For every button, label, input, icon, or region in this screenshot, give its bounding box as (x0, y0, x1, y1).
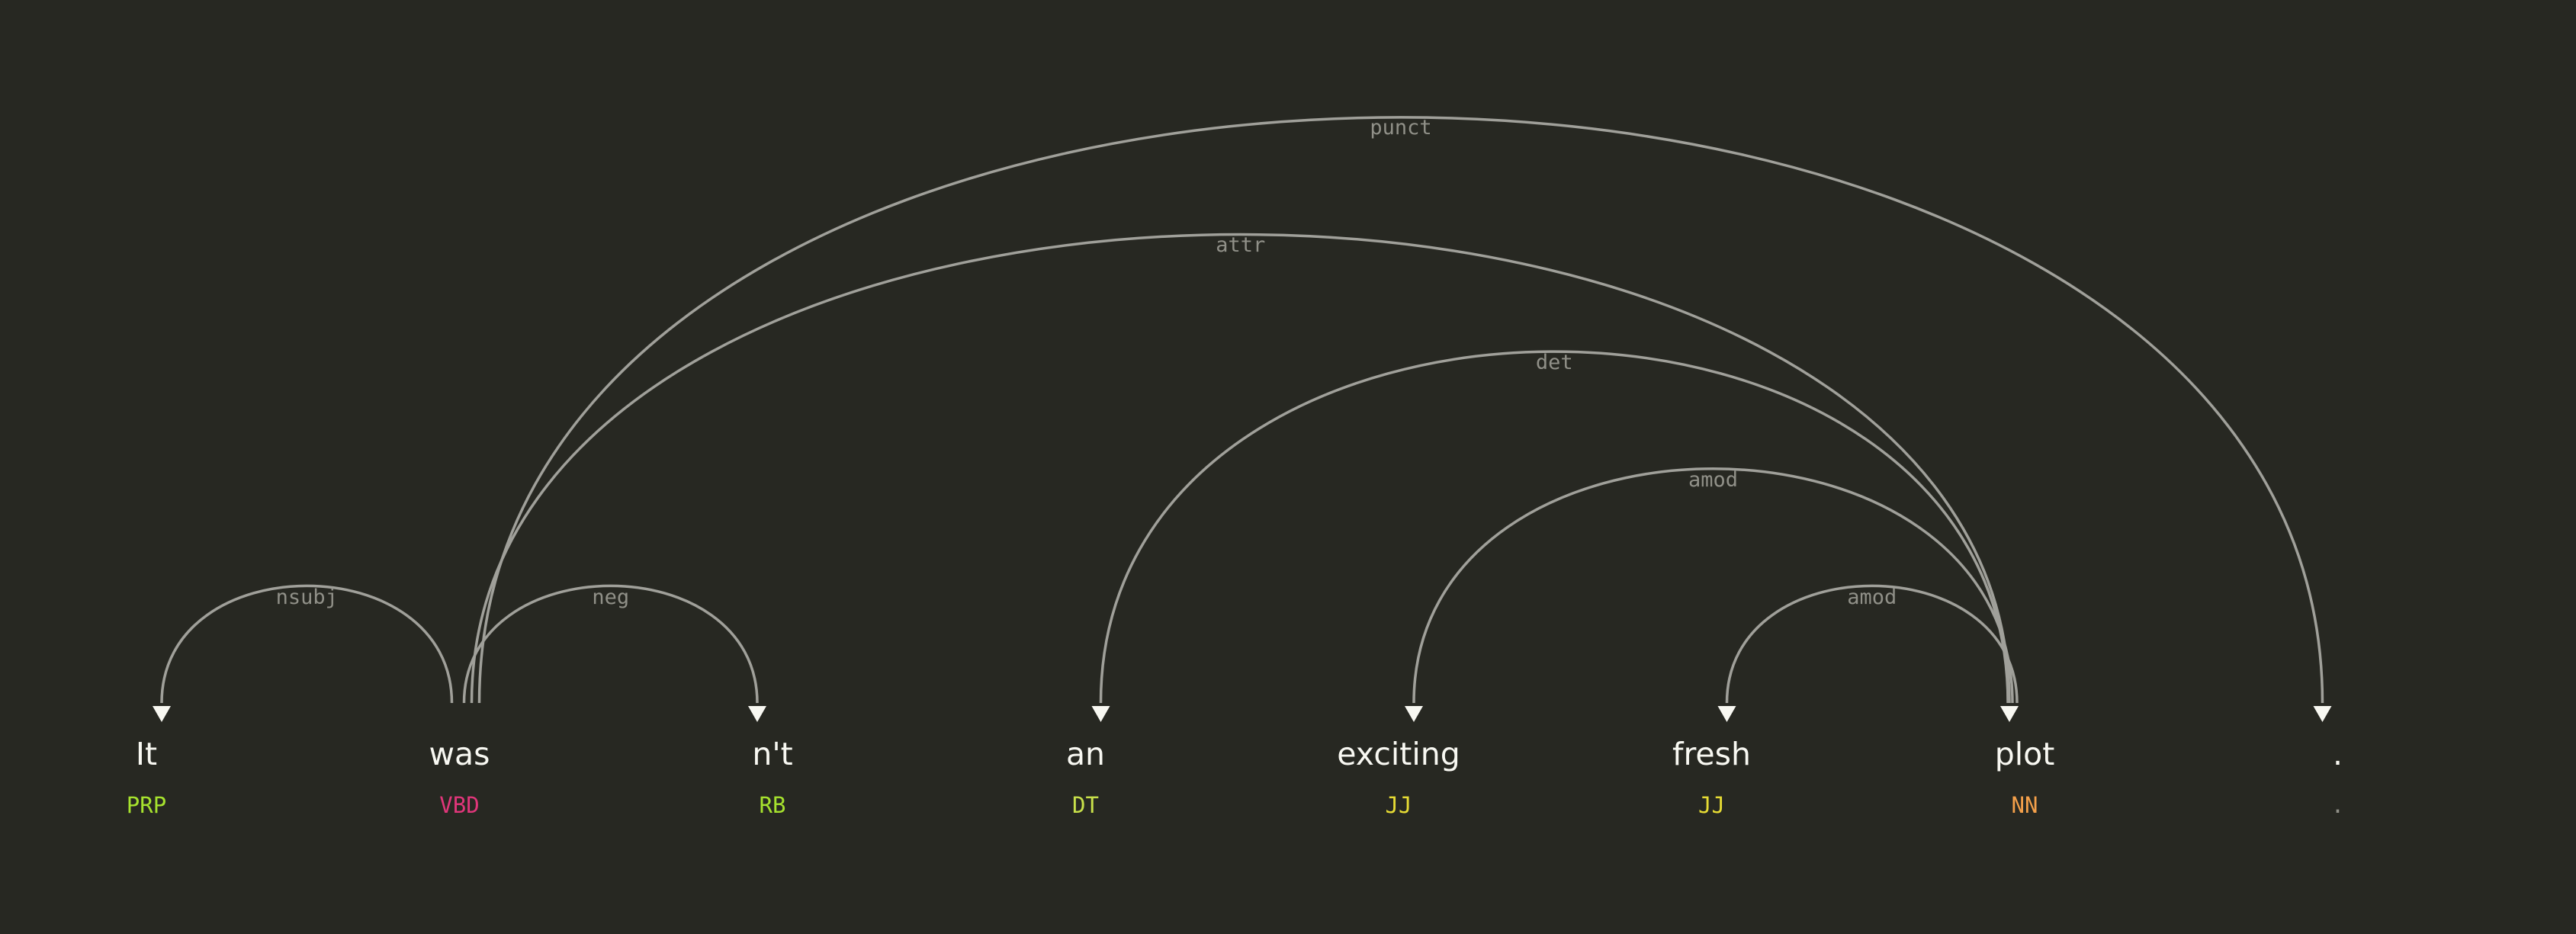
arc-arrowhead (1091, 706, 1110, 722)
token-word: an (1066, 736, 1105, 772)
dependency-arc (160, 584, 454, 704)
arc-arrowhead (2000, 706, 2019, 722)
token-word: plot (1995, 736, 2055, 772)
arc-label: det (1536, 351, 1573, 374)
token-pos-tag: . (2331, 792, 2344, 818)
arc-label: punct (1370, 116, 1431, 140)
arc-arrowhead (2313, 706, 2332, 722)
dependency-arc (1725, 584, 2019, 704)
dependency-arc (462, 584, 759, 704)
token-pos-tag: DT (1072, 792, 1099, 818)
arc-label: neg (592, 586, 629, 609)
token-word: n't (752, 736, 792, 772)
token-pos-tag: JJ (1698, 792, 1725, 818)
dependency-arc (1412, 467, 2014, 704)
token-pos-tag: RB (760, 792, 786, 818)
token-pos-tag: VBD (439, 792, 479, 818)
token-pos-tag: PRP (127, 792, 166, 818)
token-word: exciting (1337, 736, 1460, 772)
arcs-layer: nsubj neg det amod amod attr punct (153, 116, 2332, 722)
arc-arrowhead (1405, 706, 1423, 722)
arc-label: amod (1688, 468, 1738, 492)
arc-label: attr (1216, 233, 1265, 257)
arc-arrowhead (153, 706, 171, 722)
arc-arrowhead (1717, 706, 1736, 722)
dependency-arc (1099, 350, 2009, 704)
arc-label: nsubj (276, 586, 338, 609)
token-word: fresh (1672, 736, 1751, 772)
token-pos-tag: JJ (1386, 792, 1412, 818)
token-word: It (136, 736, 157, 772)
dependency-arc (470, 233, 2011, 704)
token-pos-tag: NN (2012, 792, 2038, 818)
token-word: . (2333, 736, 2343, 772)
arc-arrowhead (748, 706, 766, 722)
token-word: was (429, 736, 490, 772)
dependency-arc (477, 116, 2324, 704)
arc-label: amod (1847, 586, 1897, 609)
